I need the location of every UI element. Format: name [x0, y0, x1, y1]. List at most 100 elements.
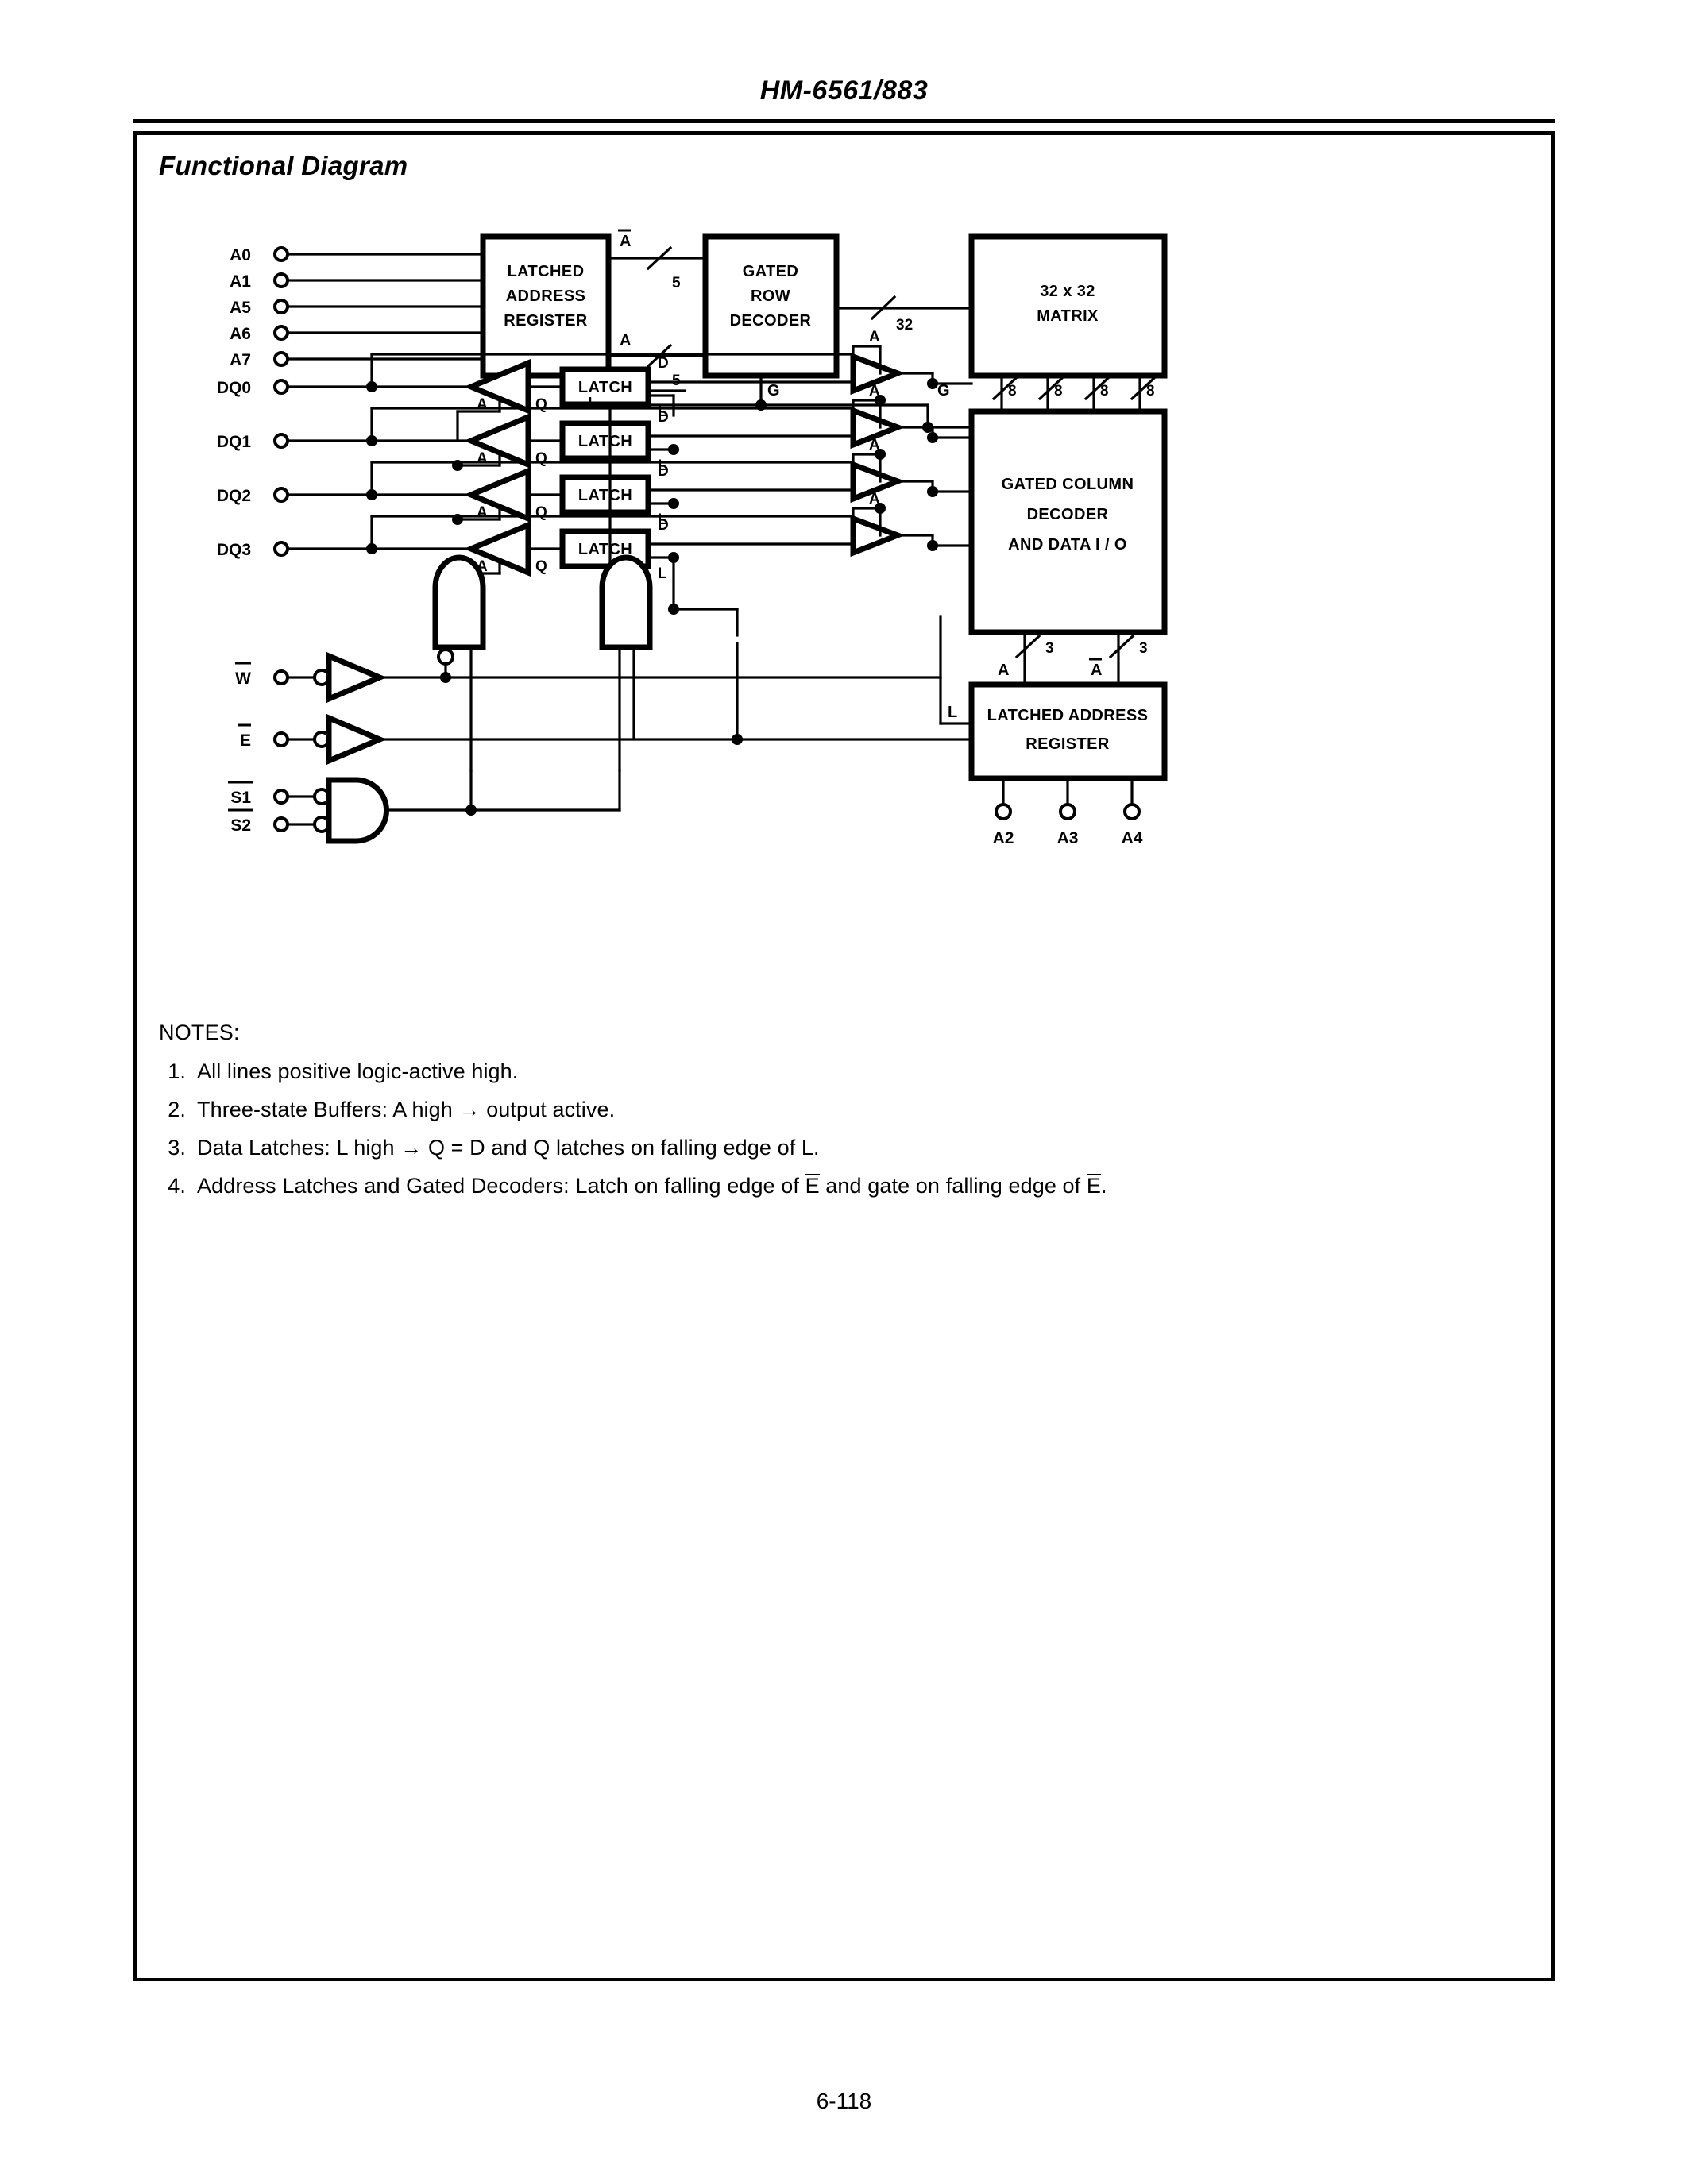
- note-item: 4. Address Latches and Gated Decoders: L…: [159, 1174, 1350, 1198]
- block-gcd-line3: AND DATA I / O: [1008, 536, 1127, 554]
- label-g-row: G: [767, 382, 780, 399]
- block-gated-column-decoder: [968, 408, 1168, 635]
- label-a5: A5: [230, 299, 251, 317]
- label-a-comp-col: A: [1091, 662, 1102, 679]
- buffer-dq3-out: [850, 514, 906, 558]
- note-text: Address Latches and Gated Decoders: Latc…: [197, 1174, 1350, 1198]
- label-q-dq3: Q: [535, 558, 547, 575]
- pin-a7: [273, 351, 289, 367]
- buffer-e: [326, 713, 388, 766]
- label-d-dq2: D: [658, 463, 669, 480]
- note4-part5: .: [1100, 1174, 1107, 1198]
- latch-label-dq0: LATCH: [578, 379, 632, 396]
- latch-dq1: [559, 420, 651, 461]
- pin-w: [273, 669, 289, 685]
- pin-dq1: [273, 433, 289, 449]
- label-s1: S1: [230, 789, 251, 807]
- buffer-dq2-out: [850, 460, 906, 504]
- block-lar-top-line2: ADDRESS: [506, 287, 586, 305]
- label-bus-8-c: 8: [1100, 383, 1109, 399]
- block-matrix-line1: 32 x 32: [1040, 283, 1095, 300]
- label-a-comp-row: A: [620, 233, 631, 250]
- label-a0: A0: [230, 246, 251, 264]
- label-e: E: [240, 731, 251, 750]
- label-d-dq3: D: [658, 517, 669, 534]
- pin-e: [273, 731, 289, 747]
- label-a-out0: A: [869, 329, 880, 345]
- note-item: 1. All lines positive logic-active high.: [159, 1059, 1350, 1084]
- note4-ebar-1: E: [805, 1174, 820, 1198]
- block-grd-line2: ROW: [751, 287, 790, 305]
- block-grd-line3: DECODER: [730, 312, 812, 330]
- label-a4: A4: [1122, 829, 1143, 847]
- label-a-dq2: A: [477, 504, 488, 521]
- notes-heading: NOTES:: [159, 1021, 240, 1044]
- note-number: 3.: [168, 1136, 186, 1160]
- junction-a3en: [875, 503, 886, 514]
- latch-dq0: [559, 366, 651, 407]
- label-l-dq3: L: [658, 565, 667, 582]
- junction-a2en: [875, 449, 886, 460]
- block-lar-bot-line2: REGISTER: [1026, 735, 1110, 753]
- section-title: Functional Diagram: [159, 151, 408, 180]
- note-number: 1.: [168, 1059, 186, 1083]
- label-q-dq0: Q: [535, 396, 547, 413]
- label-bus-3-b: 3: [1139, 640, 1148, 657]
- note-item: 2. Three-state Buffers: A high → output …: [159, 1098, 1350, 1122]
- pin-dq3: [273, 541, 289, 557]
- block-matrix: [968, 233, 1168, 379]
- label-bus-8-a: 8: [1008, 383, 1017, 399]
- note-text: All lines positive logic-active high.: [197, 1059, 519, 1083]
- label-s2: S2: [230, 816, 251, 835]
- and-gate-latch: [599, 554, 653, 650]
- block-gcd-line1: GATED COLUMN: [1002, 476, 1134, 493]
- page-title: HM-6561/883: [759, 75, 929, 106]
- label-l-dq0: L: [658, 403, 667, 420]
- label-a-out3: A: [869, 491, 880, 507]
- block-latched-address-register-bottom: [968, 681, 1168, 781]
- block-lar-bot-line1: LATCHED ADDRESS: [987, 707, 1149, 724]
- label-w: W: [235, 669, 251, 688]
- latch-label-dq2: LATCH: [578, 487, 632, 504]
- latch-label-dq1: LATCH: [578, 433, 632, 450]
- block-gated-row-decoder: [702, 233, 840, 379]
- label-dq3: DQ3: [217, 541, 251, 559]
- block-latched-address-register-top: [480, 233, 612, 379]
- bubble-and-write: [437, 648, 454, 666]
- pin-a4: [1123, 803, 1141, 820]
- pin-s1: [273, 789, 289, 805]
- label-l-top: L: [588, 395, 597, 412]
- and-gate-select: [326, 777, 389, 844]
- label-bus-5-upper: 5: [672, 275, 681, 291]
- note-text: Three-state Buffers: A high → output act…: [197, 1098, 616, 1121]
- latch-dq2: [559, 474, 651, 515]
- label-a-true-col: A: [998, 662, 1009, 679]
- label-bus-32: 32: [896, 317, 913, 334]
- notes-section: NOTES: 1. All lines positive logic-activ…: [159, 1021, 1350, 1212]
- label-bus-3-a: 3: [1045, 640, 1054, 657]
- note-item: 3. Data Latches: L high → Q = D and Q la…: [159, 1136, 1350, 1160]
- label-bus-8-d: 8: [1146, 383, 1155, 399]
- note4-part3: and gate on falling edge of: [819, 1174, 1087, 1198]
- buffer-dq0-out: [850, 352, 906, 396]
- label-bus-8-b: 8: [1054, 383, 1063, 399]
- pin-a2: [995, 803, 1012, 820]
- note-number: 2.: [168, 1098, 186, 1121]
- label-a7: A7: [230, 351, 251, 369]
- latch-label-dq3: LATCH: [578, 541, 632, 558]
- label-a1: A1: [230, 272, 251, 291]
- label-a-dq1: A: [477, 450, 488, 467]
- pin-a6: [273, 325, 289, 341]
- label-a-out1: A: [869, 383, 880, 399]
- label-a6: A6: [230, 325, 251, 343]
- header-rule: [133, 119, 1555, 123]
- label-q-dq2: Q: [535, 504, 547, 521]
- and-gate-write: [432, 554, 486, 650]
- label-a-dq0: A: [477, 396, 488, 413]
- label-l-dq1: L: [658, 457, 667, 474]
- pin-a0: [273, 246, 289, 262]
- label-l-bottom: L: [948, 704, 957, 721]
- label-a-dq3: A: [477, 558, 488, 575]
- label-d-dq1: D: [658, 409, 669, 426]
